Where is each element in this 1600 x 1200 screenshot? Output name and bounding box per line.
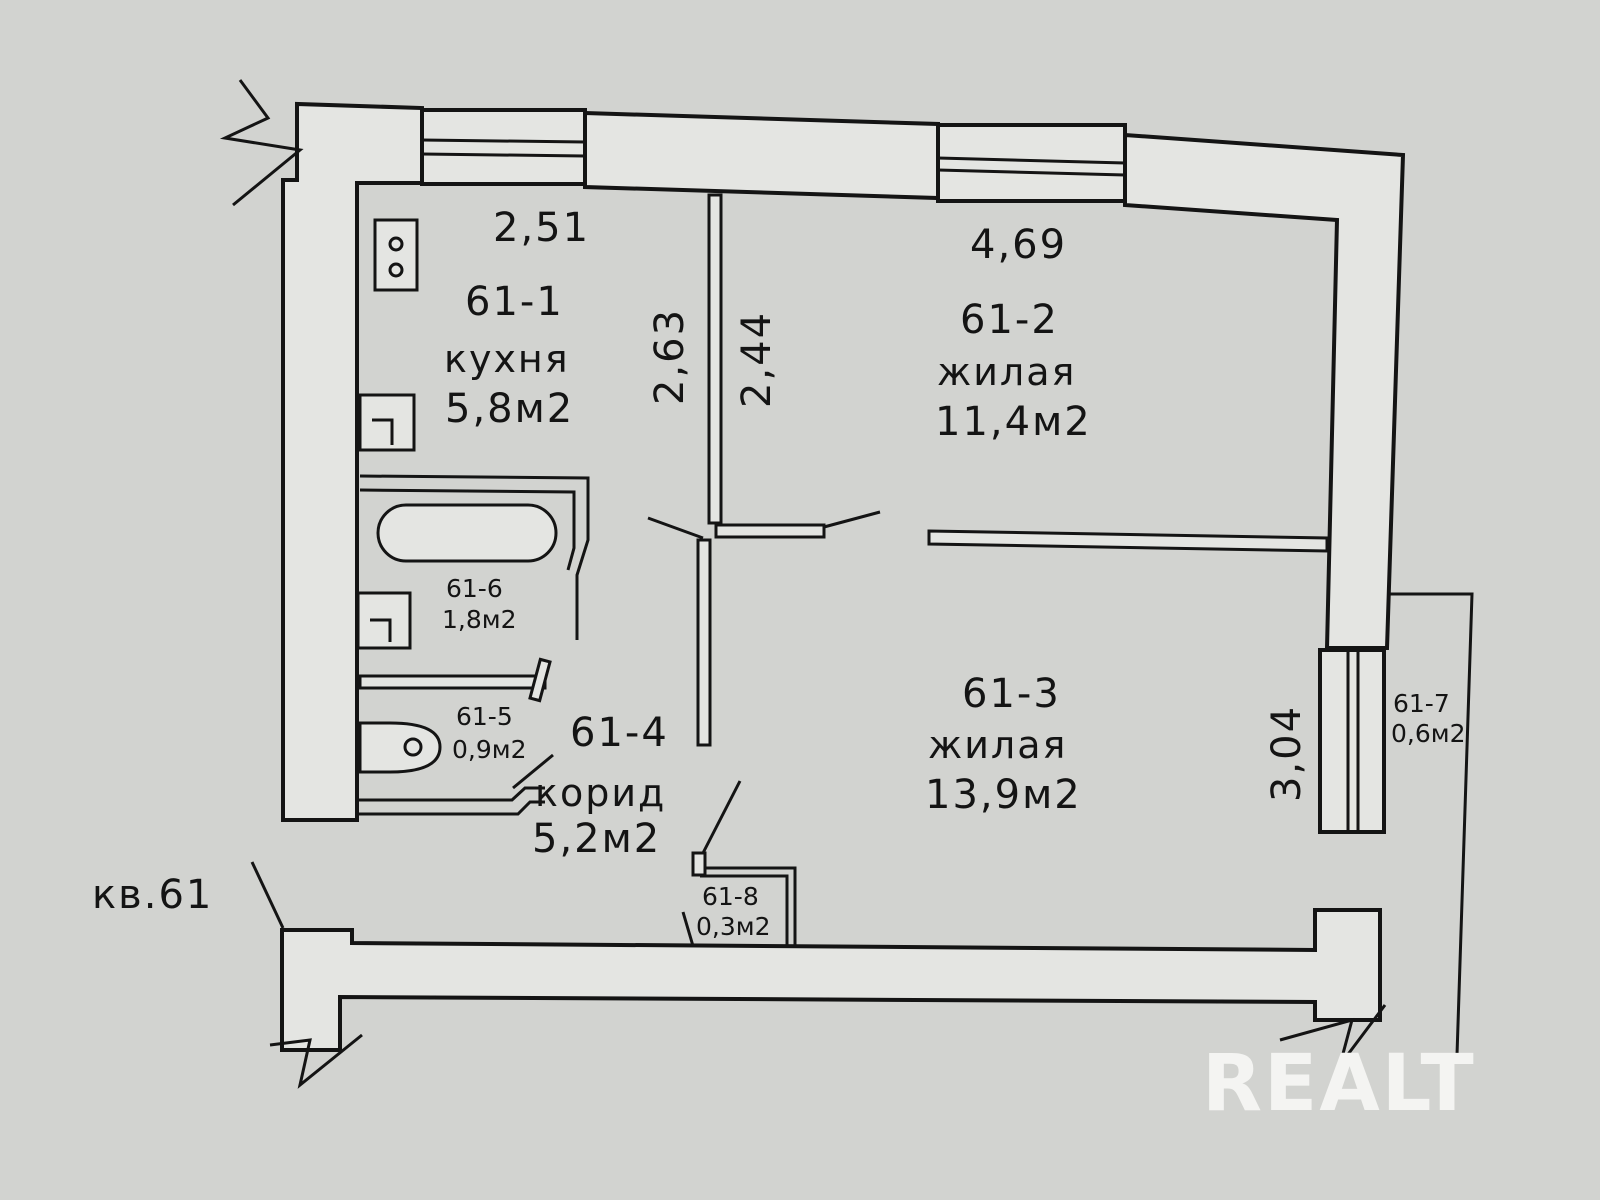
dim-room2-depth: 2,44 — [734, 311, 780, 408]
toilet-icon — [403, 737, 423, 757]
closet-wall — [700, 866, 797, 946]
partition-corridor — [696, 538, 712, 747]
dim-kitchen-width: 2,51 — [493, 205, 590, 251]
right-wall-upper — [1123, 132, 1406, 650]
room-61-6-area: 1,8м2 — [442, 605, 517, 634]
stove-icon — [373, 218, 419, 292]
bath-wall — [359, 488, 576, 571]
dim-room2-width: 4,69 — [970, 222, 1067, 268]
partition-kitchen-room — [707, 193, 723, 525]
door-swing — [681, 911, 695, 947]
wall-break-mark — [219, 79, 304, 207]
room-61-4-area: 5,2м2 — [532, 816, 661, 862]
room-61-5-id: 61-5 — [456, 702, 513, 731]
wall-break-mark — [1279, 1004, 1387, 1066]
top-wall-solid — [583, 110, 940, 201]
toilet-wall — [358, 800, 545, 816]
bathtub-icon — [376, 503, 558, 563]
window-pane-line — [421, 138, 586, 144]
interior-partitions — [358, 193, 1474, 1056]
dim-kitchen-depth: 2,63 — [647, 308, 693, 405]
apartment-label-leader — [250, 861, 285, 929]
door-swing — [512, 753, 554, 790]
room-61-7-area: 0,6м2 — [1391, 719, 1466, 748]
room-61-8-id: 61-8 — [702, 882, 759, 911]
partition-bath-toilet — [358, 674, 547, 690]
balcony-outline — [1387, 592, 1474, 1056]
wall-break-mark — [269, 1033, 363, 1089]
closet-wall — [700, 874, 789, 946]
closet-door — [691, 851, 707, 877]
kitchen-sink-icon — [358, 393, 416, 452]
window-pane-line — [937, 156, 1126, 165]
door-swing — [823, 510, 881, 529]
room-61-1-id: 61-1 — [465, 279, 564, 325]
left-wall — [281, 101, 424, 822]
room-61-2-area: 11,4м2 — [935, 399, 1092, 445]
door-swings — [512, 510, 881, 947]
room-61-4-type: корид — [535, 771, 666, 815]
room-61-5-area: 0,9м2 — [452, 735, 527, 764]
room-61-6-id: 61-6 — [446, 574, 503, 603]
kitchen-sink-icon — [372, 418, 394, 445]
room-61-2-type: жилая — [937, 350, 1076, 394]
dim-room3-depth: 3,04 — [1264, 705, 1310, 802]
room-61-4-id: 61-4 — [570, 710, 669, 756]
partition-stub — [714, 523, 826, 539]
top-wall-left-window — [420, 108, 587, 186]
room-61-1-area: 5,8м2 — [445, 386, 574, 432]
fixtures — [356, 218, 558, 774]
toilet-wall — [358, 786, 545, 802]
stove-burner-icon — [388, 236, 404, 252]
outer-walls — [219, 79, 1406, 1089]
window-pane-line — [421, 152, 586, 158]
bottom-wall — [280, 908, 1382, 1052]
room-61-2-id: 61-2 — [960, 297, 1059, 343]
stove-burner-icon — [388, 262, 404, 278]
window-pane-line — [937, 168, 1126, 177]
bath-wall — [359, 474, 590, 640]
towel-dryer-icon — [528, 657, 552, 703]
partition-rooms — [927, 529, 1329, 553]
watermark-logo: REALT — [1202, 1039, 1476, 1129]
room-61-3-area: 13,9м2 — [925, 772, 1082, 818]
room-61-1-type: кухня — [444, 337, 570, 381]
room-61-3-type: жилая — [928, 723, 1067, 767]
room-61-3-id: 61-3 — [962, 671, 1061, 717]
right-wall-lower-window — [1318, 648, 1386, 834]
labels: 2,51 4,69 2,63 2,44 3,04 61-1 кухня 5,8м… — [92, 205, 1466, 941]
door-swing — [701, 780, 742, 854]
room-61-8-area: 0,3м2 — [696, 912, 771, 941]
room-61-7-id: 61-7 — [1393, 689, 1450, 718]
door-swing — [647, 516, 704, 540]
bath-sink-icon — [370, 618, 392, 642]
apartment-label: кв.61 — [92, 872, 213, 918]
toilet-icon — [358, 721, 442, 774]
